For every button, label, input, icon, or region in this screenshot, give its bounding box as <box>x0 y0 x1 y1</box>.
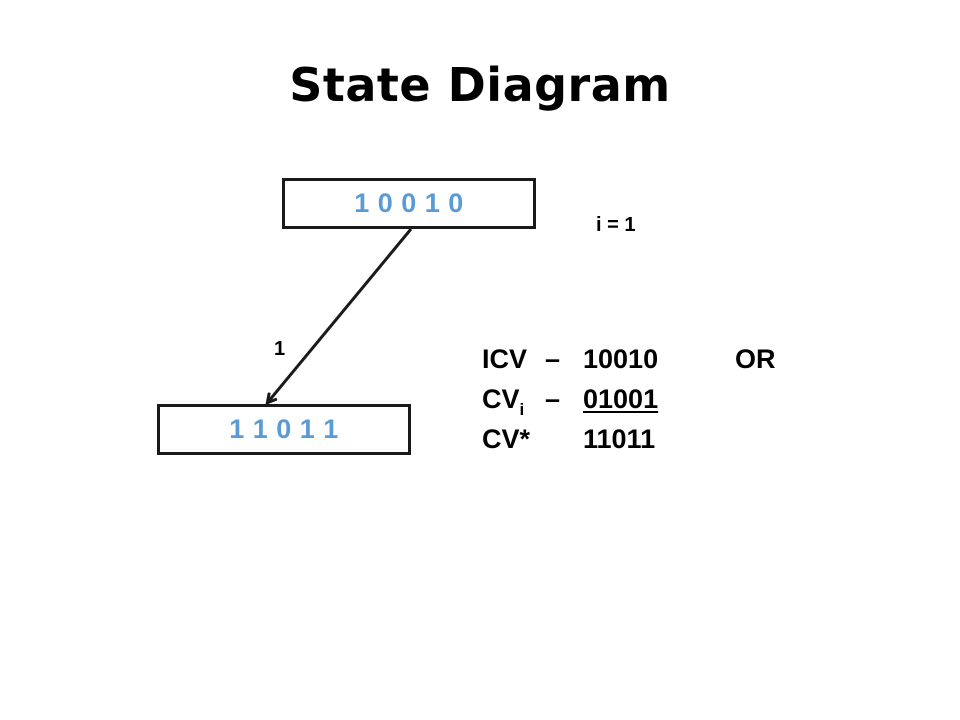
calc-name-cvstar: CV* <box>482 424 531 454</box>
state-node-top: 1 0 0 1 0 <box>282 178 536 229</box>
state-node-top-label: 1 0 0 1 0 <box>354 188 464 218</box>
transition-arrow <box>268 228 413 402</box>
calc-op-cvi: – <box>545 384 561 414</box>
calc-name-cvi-base: CV <box>482 384 520 414</box>
state-node-bottom-label: 1 1 0 1 1 <box>229 414 339 444</box>
calc-value-icv: 10010 <box>583 344 659 374</box>
calc-operator-or: OR <box>735 344 776 374</box>
calc-value-cvstar: 11011 <box>583 424 656 454</box>
calc-op-icv: – <box>545 344 561 374</box>
calc-name-cvi-subscript: i <box>519 400 525 419</box>
calc-name-cvi: CVi <box>482 384 524 418</box>
calc-value-cvi: 01001 <box>583 384 659 414</box>
calc-name-icv: ICV <box>482 344 528 374</box>
edge-label: 1 <box>274 338 286 360</box>
iteration-label: i = 1 <box>596 214 636 236</box>
state-node-bottom: 1 1 0 1 1 <box>157 404 411 455</box>
diagram-title: State Diagram <box>289 58 671 112</box>
